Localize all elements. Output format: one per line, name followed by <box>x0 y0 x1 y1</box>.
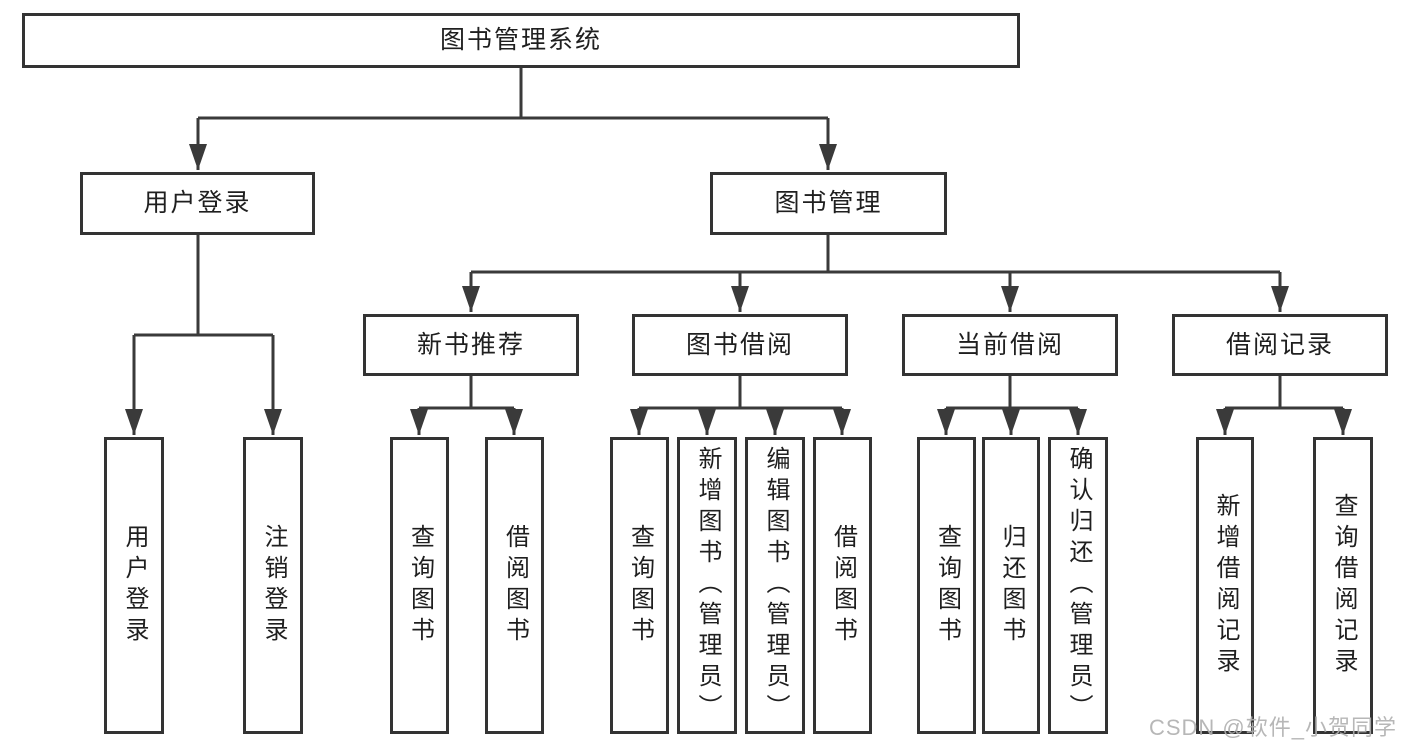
node-book-borrow: 图书借阅 <box>632 314 848 376</box>
leaf-add-books-admin-label: 新增图书（管理员） <box>694 446 721 725</box>
node-user-login-label: 用户登录 <box>143 189 252 217</box>
node-book-management-label: 图书管理 <box>774 189 883 217</box>
leaf-query-borrow-record-label: 查询借阅记录 <box>1330 492 1357 679</box>
leaf-logout-label: 注销登录 <box>260 523 287 648</box>
watermark-text: CSDN @软件_小贺同学 <box>1148 715 1397 740</box>
connector-user-login-to-leaves <box>125 235 282 435</box>
node-book-management: 图书管理 <box>710 172 947 235</box>
leaf-query-books-recommend-label: 查询图书 <box>406 523 434 648</box>
connector-new-book-recommend-to-leaves <box>410 376 523 435</box>
leaf-query-books-current-label: 查询图书 <box>933 523 961 648</box>
leaf-add-borrow-record-label: 新增借阅记录 <box>1212 492 1239 679</box>
leaf-user-login: 用户登录 <box>104 437 164 734</box>
leaf-logout: 注销登录 <box>243 437 303 734</box>
leaf-borrow-books-recommend: 借阅图书 <box>485 437 544 734</box>
node-user-login: 用户登录 <box>80 172 315 235</box>
leaf-borrow-books-recommend-label: 借阅图书 <box>501 523 529 648</box>
leaf-query-books-recommend: 查询图书 <box>390 437 449 734</box>
leaf-add-borrow-record: 新增借阅记录 <box>1196 437 1254 734</box>
leaf-confirm-return-admin-label: 确认归还（管理员） <box>1065 446 1092 725</box>
connector-book-management-to-level3 <box>462 235 1289 312</box>
leaf-query-books-current: 查询图书 <box>917 437 976 734</box>
node-new-book-recommend: 新书推荐 <box>363 314 579 376</box>
node-current-borrow: 当前借阅 <box>902 314 1118 376</box>
node-root: 图书管理系统 <box>22 13 1020 68</box>
node-book-borrow-label: 图书借阅 <box>685 330 794 359</box>
leaf-add-books-admin: 新增图书（管理员） <box>677 437 737 734</box>
connector-current-borrow-to-leaves <box>937 376 1087 435</box>
leaf-edit-books-admin: 编辑图书（管理员） <box>745 437 805 734</box>
connector-borrow-record-to-leaves <box>1216 376 1352 435</box>
node-root-label: 图书管理系统 <box>439 26 602 54</box>
leaf-return-books: 归还图书 <box>982 437 1040 734</box>
leaf-edit-books-admin-label: 编辑图书（管理员） <box>762 446 789 725</box>
node-new-book-recommend-label: 新书推荐 <box>416 330 525 359</box>
leaf-borrow-books-label: 借阅图书 <box>829 523 857 648</box>
connector-book-borrow-to-leaves <box>630 376 851 435</box>
leaf-query-books-borrow-label: 查询图书 <box>626 523 654 648</box>
leaf-confirm-return-admin: 确认归还（管理员） <box>1048 437 1108 734</box>
node-current-borrow-label: 当前借阅 <box>955 330 1064 359</box>
connector-root-to-level2 <box>189 68 837 170</box>
node-borrow-record-label: 借阅记录 <box>1225 330 1334 359</box>
leaf-query-borrow-record: 查询借阅记录 <box>1313 437 1373 734</box>
leaf-user-login-label: 用户登录 <box>121 523 148 648</box>
leaf-return-books-label: 归还图书 <box>998 523 1025 648</box>
leaf-query-books-borrow: 查询图书 <box>610 437 669 734</box>
leaf-borrow-books: 借阅图书 <box>813 437 872 734</box>
node-borrow-record: 借阅记录 <box>1172 314 1388 376</box>
